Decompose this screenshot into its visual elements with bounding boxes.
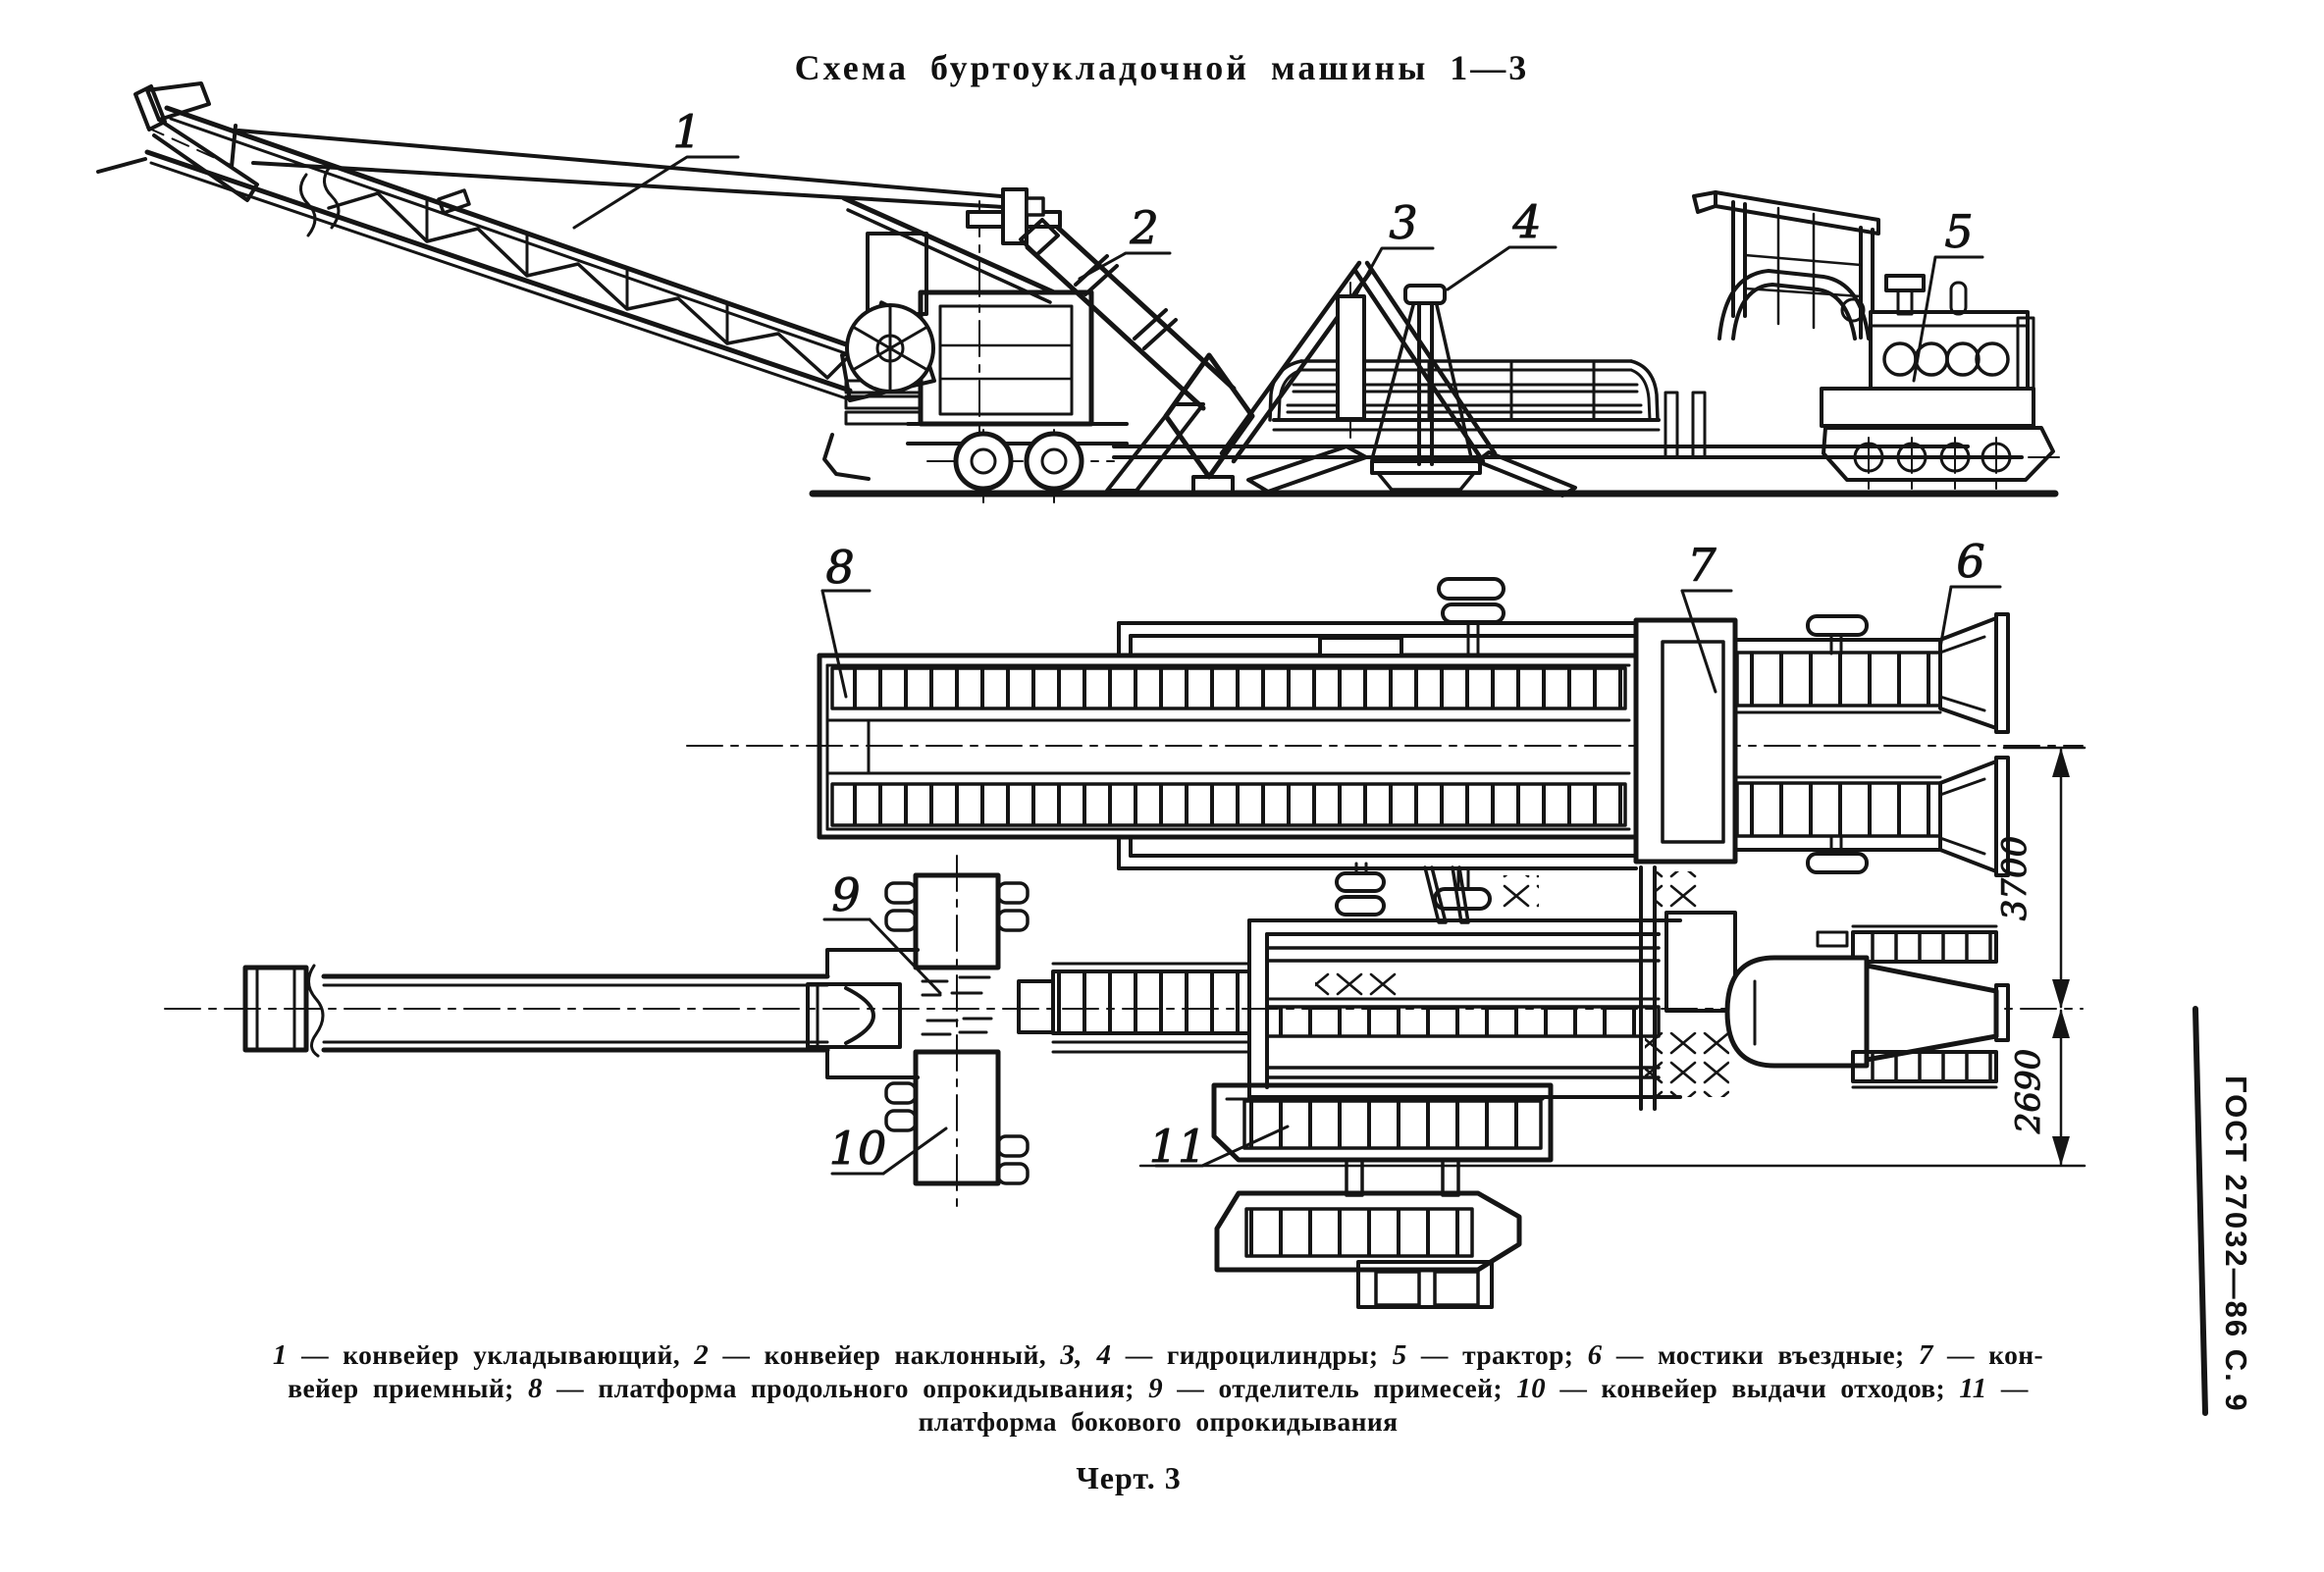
legend-line-3: платформа бокового опрокидывания	[918, 1406, 1399, 1437]
hydrocylinder-3	[1336, 294, 1366, 421]
plan-view-upper: 8 7 6	[817, 535, 2010, 877]
callout-4: 4	[1511, 195, 1541, 248]
lower-tipping-platform	[1214, 1190, 1522, 1309]
a-frame-and-cylinders	[1219, 260, 1577, 498]
platform-outer-frame	[1117, 621, 1638, 870]
callout-7: 7	[1687, 539, 1717, 592]
callout-10: 10	[829, 1122, 887, 1175]
receiving-conveyor-block	[1633, 617, 1738, 865]
side-tipping-platform	[1211, 1082, 1554, 1197]
dimension-2690: 2690	[2009, 1049, 2048, 1135]
reel	[845, 303, 935, 393]
legend-line-2: вейер приемный; 8 — платформа продольног…	[288, 1373, 2029, 1404]
plan-view-lower: 9 10 11	[242, 862, 2010, 1309]
side-view: 1 2 3 4 5	[96, 81, 2059, 498]
margin-rule	[2192, 1006, 2208, 1416]
dimension-lines: 3700 2690	[1138, 746, 2086, 1168]
callout-2: 2	[1129, 201, 1158, 254]
hydrocylinder-4	[1370, 284, 1482, 492]
standard-reference: ГОСТ 27032—86 С. 9	[2219, 1075, 2253, 1413]
page-title: Схема буртоукладочной машины 1—3	[794, 48, 1530, 87]
longitudinal-tipping-platform	[817, 653, 1639, 840]
tractor-side	[1692, 190, 2055, 482]
separator-connector	[1017, 979, 1055, 1034]
impurity-separator-hatching	[921, 975, 993, 1036]
callout-9: 9	[831, 868, 860, 921]
figure-caption: Черт. 3	[1076, 1460, 1182, 1495]
stacking-conveyor-plan	[242, 948, 920, 1079]
callout-3: 3	[1389, 196, 1417, 249]
callout-11: 11	[1149, 1120, 1207, 1173]
stacking-conveyor-boom	[96, 81, 1023, 402]
waste-conveyor-plan	[884, 872, 1030, 1186]
inter-view-fittings	[1335, 862, 1737, 1111]
receiving-conveyor-plan	[1051, 962, 1251, 1054]
callout-5: 5	[1944, 205, 1973, 258]
plan-upper-leaders	[820, 585, 2002, 699]
top-rollers	[1437, 577, 1869, 874]
lateral-frame	[1247, 918, 1729, 1099]
tractor-plan	[1724, 924, 2010, 1089]
callout-1: 1	[672, 105, 701, 158]
legend: 1 — конвейер укладывающий, 2 — конвейер …	[208, 1338, 2108, 1438]
legend-line-1: 1 — конвейер укладывающий, 2 — конвейер …	[272, 1339, 2044, 1371]
ramp-right	[1475, 450, 1577, 498]
entry-bridges	[1733, 612, 2010, 877]
callout-8: 8	[825, 541, 854, 594]
ramp-left	[1246, 445, 1368, 494]
callout-6: 6	[1956, 535, 1984, 588]
inclined-conveyor	[1019, 218, 1255, 497]
dimension-3700: 3700	[1995, 836, 2034, 921]
side-view-leaders	[572, 155, 1984, 383]
